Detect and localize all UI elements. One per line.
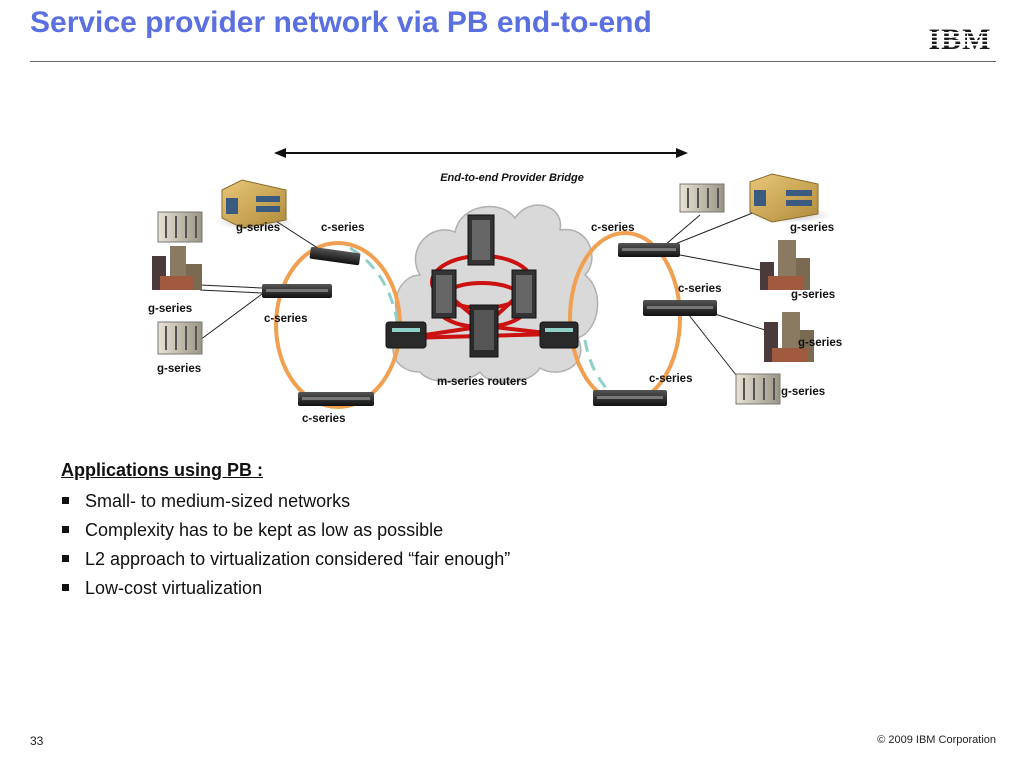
slide-title: Service provider network via PB end-to-e… — [30, 6, 652, 39]
c-series-switch — [643, 300, 717, 316]
bridge-label: End-to-end Provider Bridge — [440, 172, 584, 184]
label-c-series: c-series — [321, 222, 364, 234]
bullet-square-icon — [62, 497, 69, 504]
city-buildings — [152, 246, 202, 290]
label-c-series: c-series — [264, 313, 307, 325]
list-item: L2 approach to virtualization considered… — [61, 545, 510, 574]
list-item: Complexity has to be kept as low as poss… — [61, 516, 510, 545]
list-item-text: L2 approach to virtualization considered… — [85, 549, 511, 569]
page-number: 33 — [30, 734, 44, 748]
apartment-building — [679, 183, 725, 213]
router-center — [469, 304, 499, 358]
router-label: m-series routers — [437, 376, 527, 388]
c-series-switch — [298, 392, 374, 406]
left-access-ring — [274, 241, 402, 409]
label-g-series: g-series — [790, 222, 834, 234]
city-buildings — [764, 312, 814, 362]
bullet-square-icon — [62, 526, 69, 533]
ibm-logo: IBM — [922, 23, 998, 56]
city-buildings — [760, 240, 810, 290]
bridge-arrow — [274, 148, 688, 158]
bullet-square-icon — [62, 555, 69, 562]
office-building — [215, 179, 295, 230]
c-series-switch — [593, 390, 667, 406]
router-left — [431, 269, 457, 319]
applications-section: Applications using PB : Small- to medium… — [61, 460, 510, 603]
router-top — [467, 214, 495, 266]
label-c-series: c-series — [591, 222, 634, 234]
c-series-switch — [309, 246, 361, 266]
label-g-series: g-series — [798, 337, 842, 349]
label-g-series: g-series — [781, 386, 825, 398]
apartment-building — [735, 373, 781, 405]
applications-title: Applications using PB : — [61, 460, 264, 480]
office-building — [748, 173, 832, 223]
apartment-building — [157, 321, 203, 355]
label-g-series: g-series — [791, 289, 835, 301]
label-c-series: c-series — [302, 413, 345, 425]
apartment-building — [157, 211, 203, 243]
list-item: Small- to medium-sized networks — [61, 487, 510, 516]
bullet-square-icon — [62, 584, 69, 591]
copyright: © 2009 IBM Corporation — [877, 734, 996, 746]
edge-router-right — [539, 321, 579, 349]
svg-text:IBM: IBM — [929, 23, 992, 56]
title-divider — [30, 61, 996, 62]
network-diagram: End-to-end Provider Bridge — [148, 148, 842, 425]
label-g-series: g-series — [157, 363, 201, 375]
list-item-text: Low-cost virtualization — [85, 578, 263, 598]
edge-router-left — [385, 321, 427, 349]
label-c-series: c-series — [649, 373, 692, 385]
router-right — [511, 269, 537, 319]
list-item-text: Small- to medium-sized networks — [85, 491, 351, 511]
list-item: Low-cost virtualization — [61, 574, 510, 603]
label-c-series: c-series — [678, 283, 721, 295]
label-g-series: g-series — [236, 222, 280, 234]
label-g-series: g-series — [148, 303, 192, 315]
list-item-text: Complexity has to be kept as low as poss… — [85, 520, 444, 540]
c-series-switch — [618, 243, 680, 257]
applications-list: Small- to medium-sized networks Complexi… — [61, 487, 510, 603]
ibm-logo-stripes: IBM — [922, 23, 998, 56]
c-series-switch — [262, 284, 332, 298]
